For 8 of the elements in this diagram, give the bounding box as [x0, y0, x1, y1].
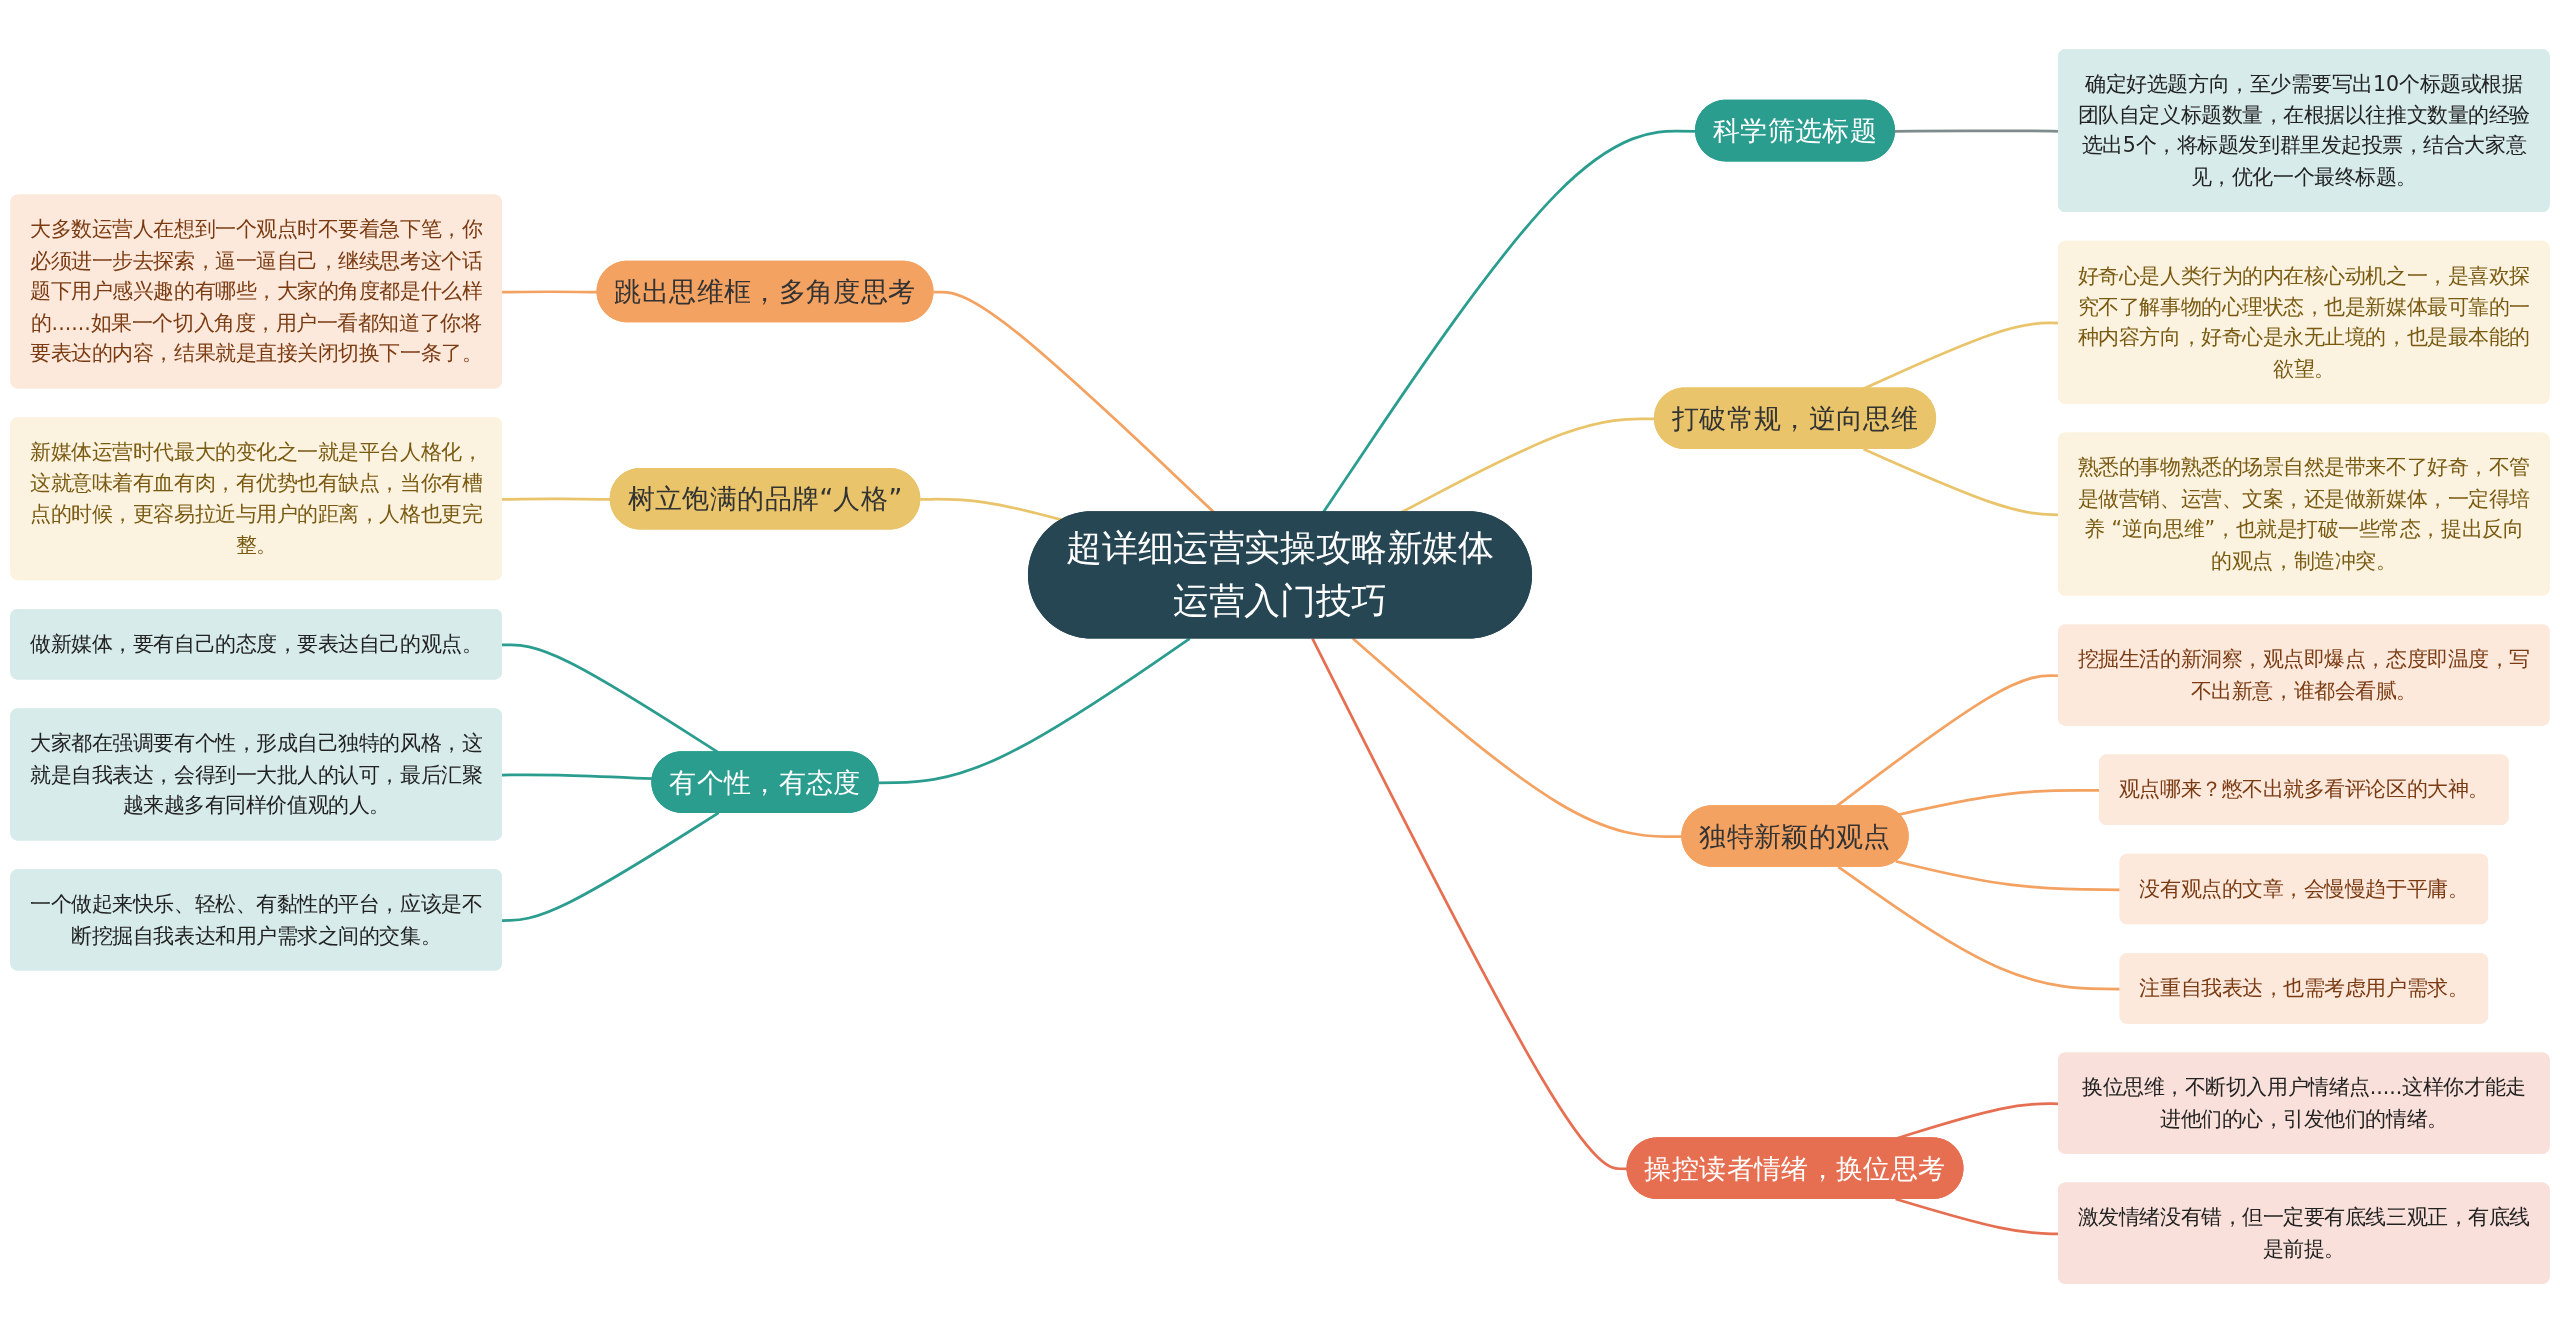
connector	[1837, 865, 2121, 991]
connector	[878, 637, 1191, 785]
connector	[920, 497, 1063, 522]
connector	[1895, 860, 2121, 892]
connector	[1311, 637, 1628, 1171]
connector	[502, 811, 720, 922]
connector	[502, 290, 598, 294]
connector	[1352, 637, 1683, 839]
